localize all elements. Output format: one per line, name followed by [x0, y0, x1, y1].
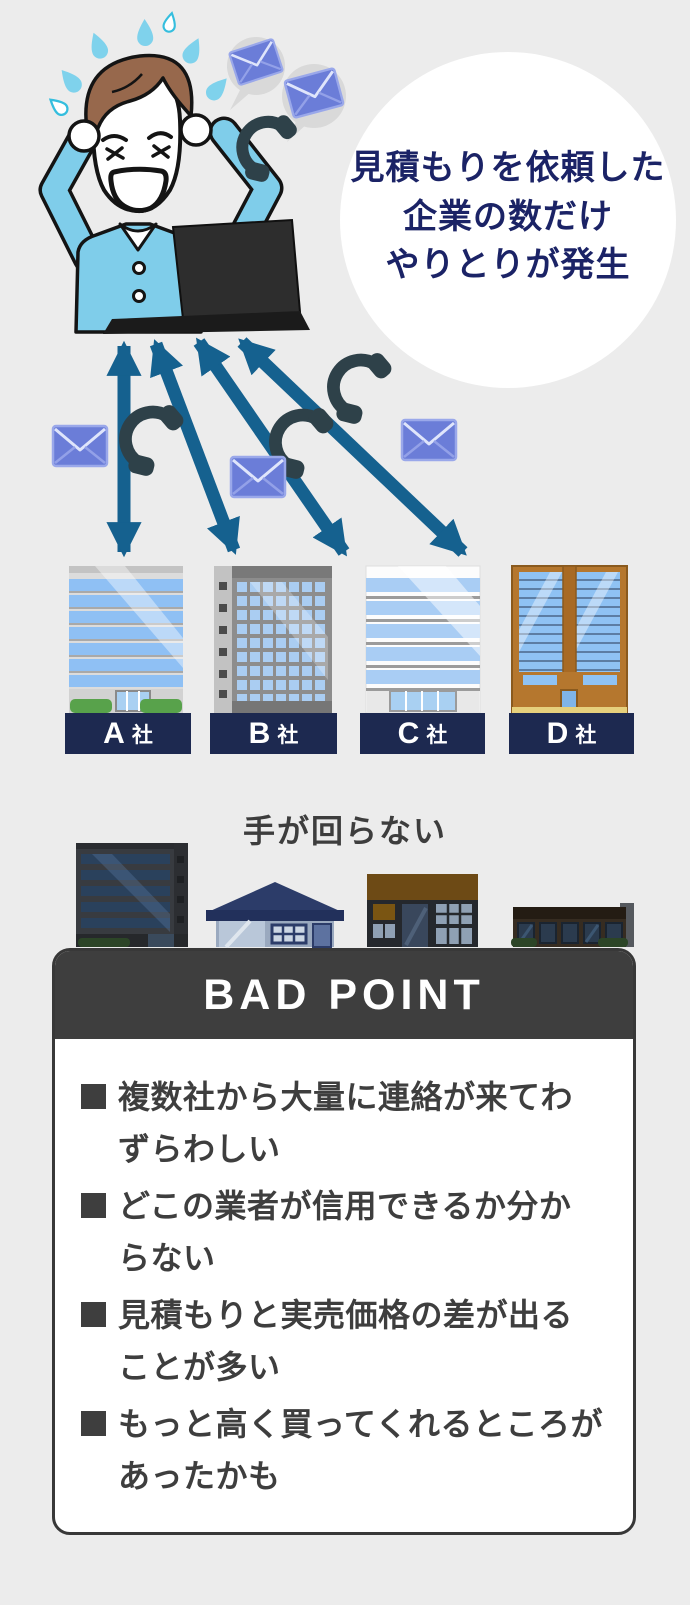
list-item: 見積もりと実売価格の差が出る ことが多い — [81, 1289, 611, 1393]
company-label-d: D 社 — [509, 713, 634, 754]
list-item-line: もっと高く買ってくれるところが — [118, 1406, 603, 1442]
list-item: もっと高く買ってくれるところが あったかも — [81, 1398, 611, 1502]
list-item-text: もっと高く買ってくれるところが あったかも — [118, 1398, 603, 1502]
company-letter: C — [397, 716, 420, 750]
callout-line-2: 企業の数だけ — [403, 197, 613, 236]
list-item: どこの業者が信用できるか分か らない — [81, 1180, 611, 1284]
callout-bubble: 見積もりを依頼した 企業の数だけ やりとりが発生 — [340, 52, 676, 388]
dim-shop-building-icon — [206, 882, 344, 948]
company-label-a: A 社 — [65, 713, 191, 754]
mail-icon — [51, 424, 109, 468]
square-bullet-icon — [81, 1302, 106, 1327]
company-suffix: 社 — [575, 723, 597, 747]
dim-office-building-icon — [76, 843, 188, 947]
company-suffix: 社 — [131, 723, 153, 747]
bad-point-list: 複数社から大量に連絡が来てわ ずらわしい どこの業者が信用できるか分か らない … — [55, 1039, 633, 1502]
building-d-icon — [511, 565, 628, 714]
building-b-icon — [214, 566, 332, 713]
company-letter: B — [248, 716, 271, 750]
list-item: 複数社から大量に連絡が来てわ ずらわしい — [81, 1071, 611, 1175]
mail-icon — [400, 418, 458, 462]
dim-buildings-row — [76, 843, 634, 948]
company-label-c: C 社 — [360, 713, 485, 754]
list-item-text: 見積もりと実売価格の差が出る ことが多い — [118, 1289, 573, 1393]
company-suffix: 社 — [426, 723, 448, 747]
bad-point-box: BAD POINT 複数社から大量に連絡が来てわ ずらわしい どこの業者が信用で… — [52, 948, 636, 1535]
list-item-line: 複数社から大量に連絡が来てわ — [118, 1079, 574, 1115]
list-item-text: 複数社から大量に連絡が来てわ ずらわしい — [118, 1071, 573, 1175]
list-item-line: あったかも — [118, 1458, 281, 1494]
building-c-icon — [365, 565, 481, 714]
list-item-line: ずらわしい — [118, 1131, 281, 1167]
dim-store-building-icon — [367, 874, 478, 947]
exchange-arrows-scene — [51, 330, 468, 558]
list-item-line: ことが多い — [118, 1349, 281, 1385]
laptop-icon — [103, 218, 310, 334]
company-letter: A — [103, 716, 125, 750]
person-head — [84, 53, 194, 214]
person-hand-left — [67, 119, 101, 153]
building-a-icon — [69, 566, 183, 713]
callout-line-1: 見積もりを依頼した — [350, 148, 666, 187]
callout-line-3: やりとりが発生 — [385, 246, 631, 285]
list-item-text: どこの業者が信用できるか分か らない — [118, 1180, 571, 1284]
square-bullet-icon — [81, 1411, 106, 1436]
list-item-line: 見積もりと実売価格の差が出る — [118, 1297, 574, 1333]
square-bullet-icon — [81, 1084, 106, 1109]
company-label-b: B 社 — [210, 713, 337, 754]
stressed-person-illustration — [38, 10, 346, 334]
bad-point-header: BAD POINT — [55, 951, 633, 1039]
company-suffix: 社 — [277, 723, 299, 747]
mail-icon — [229, 455, 287, 499]
square-bullet-icon — [81, 1193, 106, 1218]
dim-brown-shop-icon — [511, 903, 634, 947]
list-item-line: どこの業者が信用できるか分か — [118, 1188, 572, 1224]
bad-point-title: BAD POINT — [203, 970, 485, 1019]
person-hand-right — [179, 113, 213, 147]
company-letter: D — [546, 716, 569, 750]
overwhelmed-caption: 手が回らない — [242, 813, 447, 849]
list-item-line: らない — [118, 1240, 216, 1276]
company-buildings-row — [69, 565, 628, 714]
callout-text: 見積もりを依頼した 企業の数だけ やりとりが発生 — [351, 144, 666, 291]
